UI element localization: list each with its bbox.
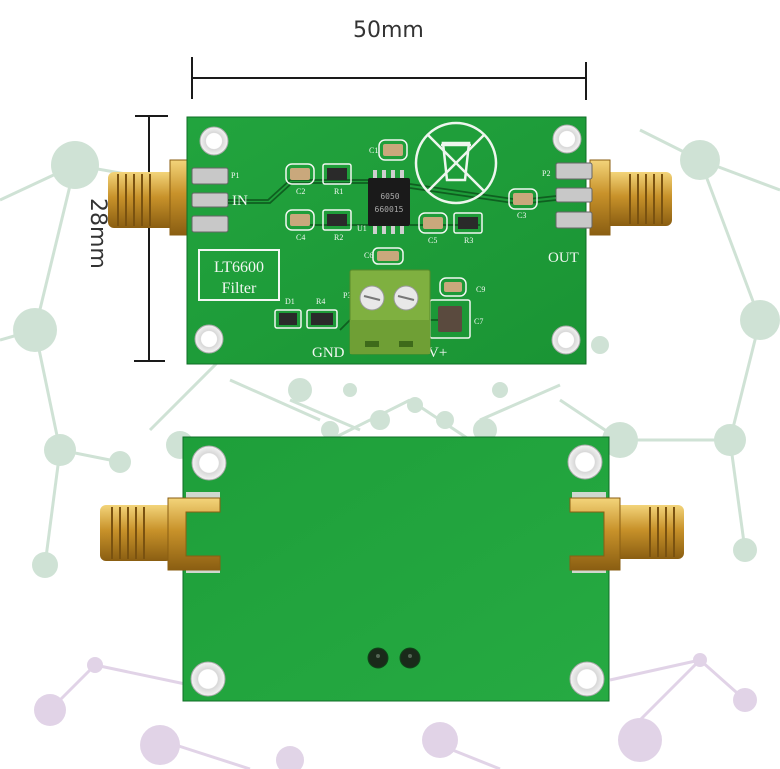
label-r1: R1 <box>334 187 343 196</box>
title-line-1: LT6600 <box>214 259 264 276</box>
label-in: IN <box>232 193 248 209</box>
label-c9: C9 <box>476 285 485 294</box>
label-c5: C5 <box>428 236 437 245</box>
label-p1: P1 <box>231 171 239 180</box>
label-out: OUT <box>548 250 579 266</box>
smd-components <box>274 139 538 339</box>
label-c7: C7 <box>474 317 483 326</box>
height-dimension <box>134 115 168 362</box>
network-background <box>0 128 780 769</box>
pcb-bottom-side <box>100 436 684 702</box>
mounting-holes-bottom <box>190 444 605 697</box>
title-box: LT6600 Filter <box>198 249 280 301</box>
title-line-2: Filter <box>222 280 257 297</box>
sma-connector-output <box>589 159 672 236</box>
label-c2: C2 <box>296 187 305 196</box>
label-r4: R4 <box>316 297 325 306</box>
mounting-holes <box>194 124 582 355</box>
label-p2: P2 <box>542 169 550 178</box>
pcb-top-side: 6050 660015 <box>108 116 672 365</box>
height-dimension-label: 28mm <box>85 198 110 269</box>
label-u1: U1 <box>357 224 367 233</box>
screw-terminal-block <box>349 269 431 355</box>
label-c6: C6 <box>364 251 373 260</box>
label-c3: C3 <box>517 211 526 220</box>
label-r2: R2 <box>334 233 343 242</box>
label-gnd: GND <box>312 345 345 361</box>
label-p3: P3 <box>343 291 351 300</box>
lt6600-chip: 6050 660015 <box>368 170 410 234</box>
width-dimension <box>191 57 587 100</box>
label-r3: R3 <box>464 236 473 245</box>
chip-marking-line2: 660015 <box>375 205 404 214</box>
label-d1: D1 <box>285 297 295 306</box>
chip-marking-line1: 6050 <box>380 192 399 201</box>
weee-disposal-icon <box>414 121 498 205</box>
via-holes <box>367 647 421 669</box>
label-vplus: V+ <box>428 345 447 361</box>
sma-connector-input <box>108 159 191 236</box>
label-c1: C1 <box>369 146 378 155</box>
width-dimension-label: 50mm <box>353 18 424 43</box>
label-c4: C4 <box>296 233 305 242</box>
